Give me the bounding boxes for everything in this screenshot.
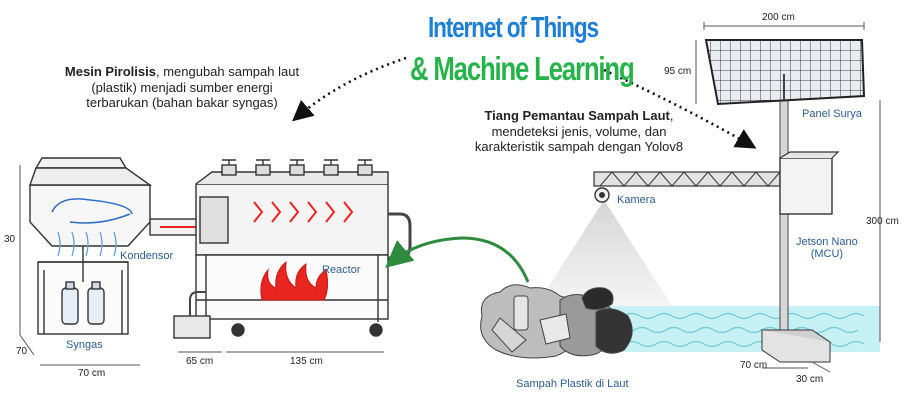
- dimension-length: 135 cm: [290, 356, 323, 367]
- pyrolysis-description-block: Mesin Pirolisis, mengubah sampah laut (p…: [62, 64, 302, 111]
- pyrolysis-heading: Mesin Pirolisis: [64, 64, 156, 79]
- dimension-panel-height: 95 cm: [664, 66, 692, 77]
- pyrolysis-description: , mengubah sampah laut (plastik) menjadi…: [86, 64, 300, 110]
- reactor-label: Reactor: [322, 264, 361, 276]
- dimension-height: 30: [4, 234, 16, 245]
- dimension-base-width: 70 cm: [78, 368, 106, 379]
- pyrolysis-machine: [19, 157, 412, 366]
- camera-label: Kamera: [617, 194, 656, 206]
- dimension-panel-width: 200 cm: [762, 12, 795, 23]
- dimension-tank: 65 cm: [186, 356, 214, 367]
- monitor-description-block: Tiang Pemantau Sampah Laut, mendeteksi j…: [444, 108, 714, 155]
- controller-label-line1: Jetson Nano: [796, 236, 858, 248]
- dimension-depth: 70: [16, 346, 28, 357]
- dimension-base-depth: 30 cm: [796, 374, 824, 385]
- controller-label: Jetson Nano (MCU): [796, 236, 858, 260]
- monitor-description-line2: mendeteksi jenis, volume, dan: [491, 123, 667, 139]
- solar-panel-label: Panel Surya: [802, 108, 862, 120]
- dimension-base-width-monitor: 70 cm: [740, 360, 768, 371]
- waste-label: Sampah Plastik di Laut: [516, 378, 629, 390]
- title-line-1: Internet of Things: [428, 12, 599, 44]
- title-arrow-left: [292, 56, 407, 122]
- syngas-label: Syngas: [66, 339, 103, 351]
- title-line-2: & Machine Learning: [410, 50, 635, 87]
- monitoring-pole: [480, 22, 881, 373]
- waste-to-reactor-arrow: [385, 236, 530, 283]
- monitor-description-line1: ,: [669, 108, 674, 123]
- controller-label-line2: (MCU): [810, 248, 844, 260]
- monitor-description-line3: karakteristik sampah dengan Yolov8: [474, 139, 684, 154]
- condensor-label: Kondensor: [120, 250, 174, 262]
- monitor-heading: Tiang Pemantau Sampah Laut: [484, 108, 670, 123]
- dimension-pole-height: 300 cm: [866, 216, 899, 227]
